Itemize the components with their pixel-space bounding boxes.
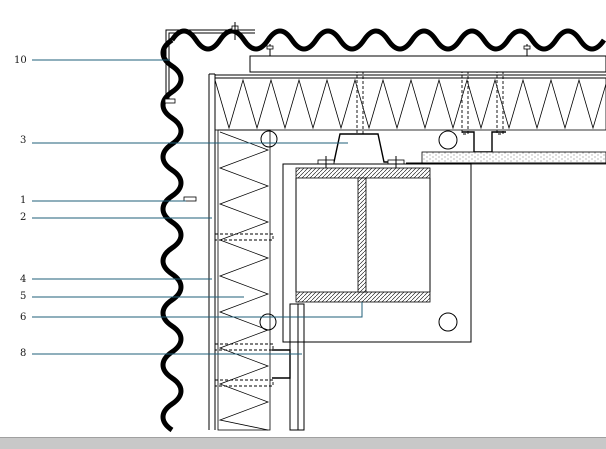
roof-corner-round — [260, 130, 278, 148]
callout-label-5: 5 — [20, 291, 26, 302]
roof-fixings — [266, 44, 531, 56]
roof-insulation — [214, 77, 606, 131]
wall-corrugated-sheet — [160, 37, 184, 433]
callout-label-8: 8 — [20, 348, 26, 359]
concrete-slab — [421, 151, 606, 165]
wall-insulation — [217, 129, 271, 431]
callout-label-10: 10 — [14, 55, 27, 66]
plate-bolt-lower — [438, 312, 458, 332]
bottom-scroll-bar[interactable] — [0, 437, 606, 449]
callout-label-3: 3 — [20, 135, 26, 146]
roof-spacer-brackets — [356, 71, 504, 135]
end-plate — [282, 163, 472, 343]
callout-label-1: 1 — [20, 195, 26, 206]
leader-6 — [32, 302, 363, 318]
callout-label-4: 4 — [20, 274, 26, 285]
corner-flashing — [165, 29, 255, 100]
callout-label-6: 6 — [20, 312, 26, 323]
callout-label-2: 2 — [20, 212, 26, 223]
roof-insulation-zigzag — [214, 78, 606, 130]
plate-bolt-upper — [438, 130, 458, 150]
roof-corrugated-sheet — [169, 28, 606, 52]
wall-spacer-brackets — [214, 233, 274, 387]
wall-inner-lining — [289, 303, 305, 431]
z-purlin-bracket — [320, 133, 400, 163]
wall-fixing — [183, 196, 197, 202]
roof-top-hat — [462, 131, 506, 153]
steel-column-section — [295, 167, 431, 303]
wall-insulation-zigzag — [218, 131, 270, 431]
roof-liner-box — [249, 55, 606, 73]
wall-lower-round — [259, 313, 277, 331]
corner-flashing-fixing — [164, 98, 176, 104]
